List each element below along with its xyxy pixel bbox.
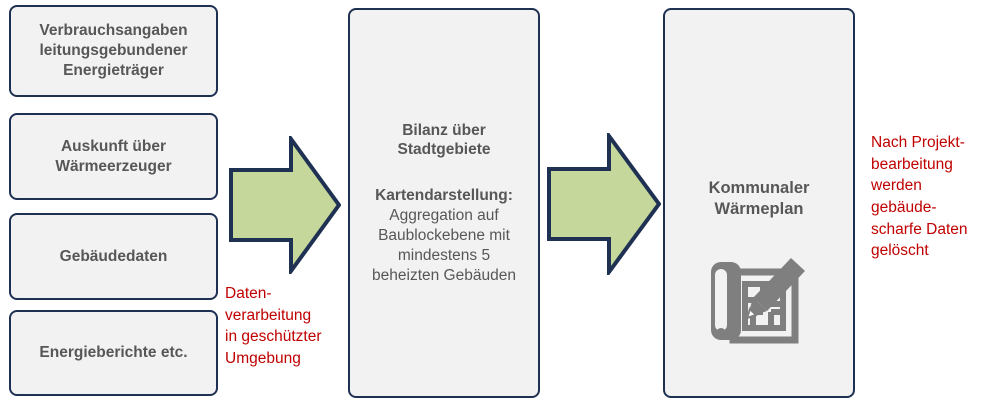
blueprint-pencil-icon	[711, 258, 805, 344]
note-line: verarbeitung	[225, 306, 312, 324]
note-line: gelöscht	[871, 242, 929, 260]
note-line: werden	[871, 177, 922, 195]
input-box-line: Gebäudedaten	[59, 247, 168, 265]
processing-body-line: beheizten Gebäuden	[372, 266, 516, 284]
input-box-line: Energieberichte etc.	[39, 344, 188, 362]
processing-heading: Bilanz über Stadtgebiete	[397, 121, 490, 161]
arrow-inputs-to-processing	[229, 136, 341, 274]
note-line: Daten-	[225, 285, 272, 302]
input-box-line: Wärmeerzeuger	[55, 157, 172, 175]
note-line: bearbeitung	[871, 155, 953, 173]
processing-body-line: Aggregation auf	[389, 207, 499, 225]
input-box-line: Auskunft über	[60, 137, 167, 155]
arrow-processing-to-output	[547, 133, 661, 275]
input-box-line: Energieträger	[63, 61, 164, 79]
processing-body: Aggregation auf Baublockebene mit mindes…	[372, 206, 516, 285]
output-title-line: Wärmeplan	[714, 200, 804, 219]
note-line: scharfe Daten	[871, 220, 968, 238]
processing-heading-line: Stadtgebiete	[397, 141, 491, 159]
arrow-shape	[229, 136, 341, 274]
input-box-energieberichte: Energieberichte etc.	[9, 310, 218, 396]
processing-box-bilanz: Bilanz über Stadtgebiete Kartendarstellu…	[348, 8, 540, 398]
note-line: in geschützter	[225, 328, 322, 346]
output-title: Kommunaler Wärmeplan	[709, 178, 810, 220]
input-box-line: Verbrauchsangaben	[39, 22, 188, 40]
output-box-waermeplan: Kommunaler Wärmeplan	[663, 8, 855, 398]
input-box-gebaeudedaten: Gebäudedaten	[9, 213, 218, 300]
note-line: Nach Projekt-	[871, 134, 965, 151]
input-box-verbrauchsangaben: Verbrauchsangaben leitungsgebundener Ene…	[9, 5, 218, 97]
input-box-line: leitungsgebundener	[39, 42, 188, 60]
processing-subheading: Kartendarstellung:	[375, 187, 513, 205]
arrow-shape	[547, 133, 661, 275]
input-box-auskunft-waermeerzeuger: Auskunft über Wärmeerzeuger	[9, 113, 218, 200]
note-data-processing: Daten- verarbeitung in geschützter Umgeb…	[225, 283, 347, 370]
note-data-deletion: Nach Projekt- bearbeitung werden gebäude…	[871, 132, 997, 262]
note-line: gebäude-	[871, 199, 937, 217]
processing-body-line: mindestens 5	[397, 246, 491, 264]
processing-heading-line: Bilanz über	[402, 121, 486, 139]
note-line: Umgebung	[225, 350, 301, 368]
processing-body-line: Baublockebene mit	[378, 226, 510, 244]
output-title-line: Kommunaler	[708, 179, 810, 197]
